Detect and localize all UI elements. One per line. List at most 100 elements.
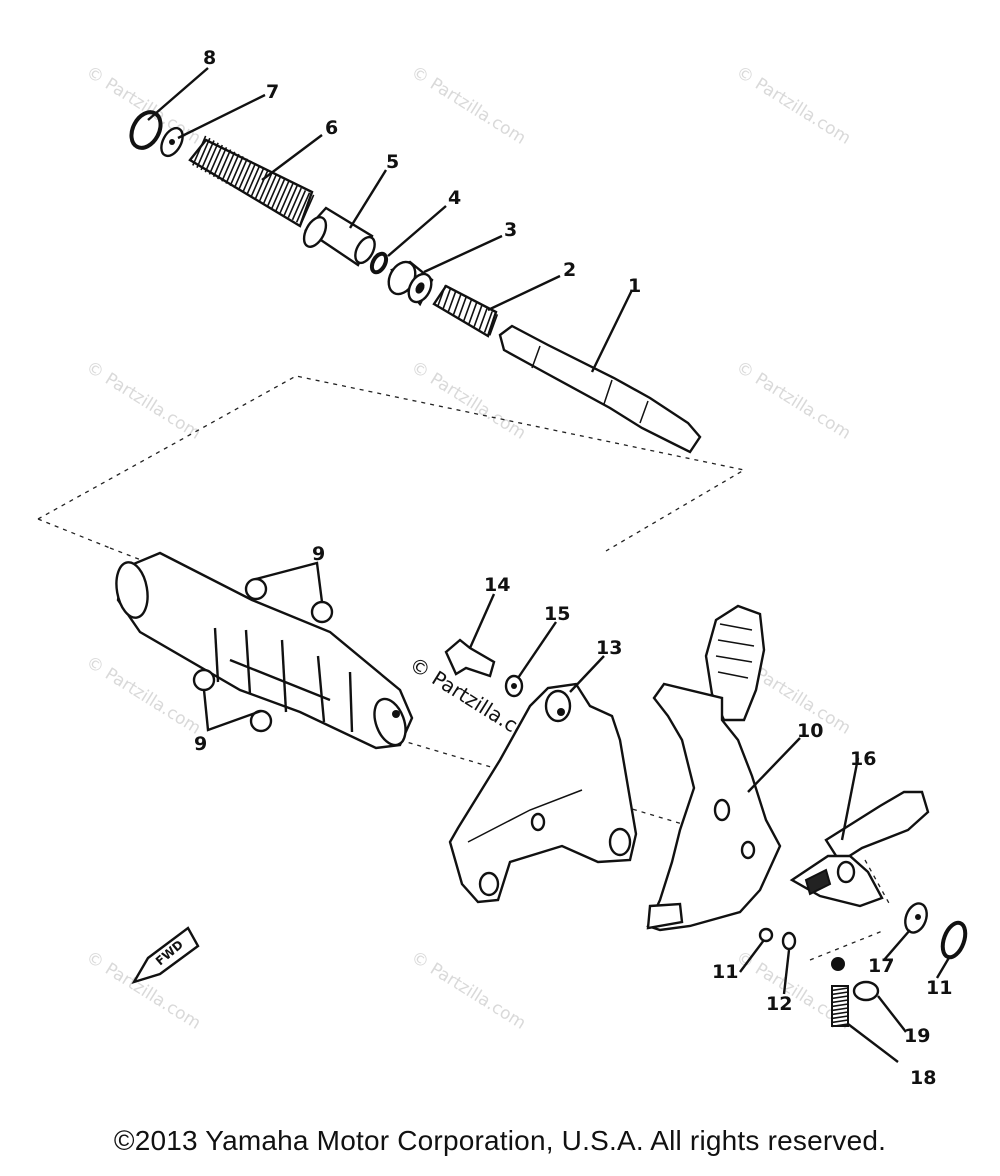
watermark: © Partzilla.com	[407, 62, 529, 148]
part-11-clip	[940, 920, 968, 960]
part-16-nut	[504, 674, 524, 698]
spring-coil	[437, 285, 447, 307]
spring-coil	[233, 158, 248, 189]
callout-12: 11	[712, 961, 738, 983]
callout-16: 15	[544, 603, 570, 625]
callout-11: 11	[926, 977, 952, 999]
part-10-shift-pedal	[646, 604, 782, 932]
spring-coil	[473, 305, 483, 327]
watermark: © Partzilla.com	[732, 62, 854, 148]
part-4-ring	[369, 251, 389, 275]
spring-coil	[204, 142, 219, 173]
spring-coil	[262, 174, 278, 205]
callout-9-bottom: 9	[194, 733, 207, 755]
spring-coil	[478, 308, 488, 330]
spring-coil	[489, 314, 499, 336]
part-9-balls	[192, 561, 334, 733]
callout-13: 12	[766, 993, 792, 1015]
part-19-spring	[831, 985, 849, 1028]
spring-coil	[300, 194, 315, 225]
spring-coil	[221, 151, 236, 182]
spring-coil	[200, 140, 215, 171]
spring-coil	[266, 176, 282, 207]
spring-coil	[241, 162, 257, 193]
spring-coil	[831, 999, 849, 1004]
spring-coil	[271, 178, 286, 209]
part-12-ball	[758, 927, 774, 943]
spring-coil	[831, 1019, 849, 1024]
callout-14: 13	[596, 637, 622, 659]
spring-coil	[275, 181, 290, 212]
spring-coil	[279, 183, 294, 214]
spring-coil	[250, 167, 265, 198]
spring-coil	[217, 149, 232, 180]
watermark: © Partzilla.com	[82, 652, 204, 738]
spring-coil	[831, 1015, 849, 1020]
callout-17: 16	[850, 748, 876, 770]
spring-coil	[246, 165, 261, 196]
spring-coil	[831, 1023, 849, 1028]
spring-coil	[258, 171, 273, 203]
spring-coil	[287, 187, 302, 218]
callout-3: 3	[504, 219, 517, 241]
spring-coil	[463, 299, 473, 322]
spring-coil	[254, 169, 269, 200]
part-3-bushing	[387, 260, 434, 307]
spring-coil	[237, 160, 253, 191]
part-7-washer	[160, 126, 184, 158]
callout-15: 14	[484, 574, 510, 596]
callout-5: 5	[386, 151, 399, 173]
watermark: © Partzilla.com	[82, 357, 204, 443]
spring-coil	[468, 302, 478, 325]
part-5-collar	[302, 206, 376, 267]
callouts: 8 7 6 5 4 3 2 1 9 9 14 15 13 10 16 11 12…	[194, 47, 952, 1089]
part-18-washer	[904, 902, 928, 934]
part-15-bolt	[444, 638, 496, 678]
part-6-spring	[188, 135, 315, 228]
spring-coil	[291, 190, 307, 221]
callout-7: 7	[266, 81, 279, 103]
spring-coil	[831, 1007, 849, 1012]
leader-lines	[147, 67, 952, 1063]
callout-1: 1	[628, 275, 641, 297]
part-14-bracket	[448, 682, 638, 904]
spring-coil	[483, 311, 493, 333]
spring-coil	[208, 144, 224, 175]
spring-coil	[225, 153, 240, 184]
spring-coil	[831, 987, 849, 992]
watermark: © Partzilla.com	[732, 357, 854, 443]
callout-2: 2	[563, 259, 576, 281]
spring-coil	[452, 293, 462, 316]
shift-drum	[115, 551, 414, 750]
part-13-spring-small	[781, 931, 797, 951]
copyright-notice: ©2013 Yamaha Motor Corporation, U.S.A. A…	[113, 1125, 887, 1156]
callout-8: 8	[203, 47, 216, 69]
spring-coil	[295, 192, 311, 223]
spring-coil	[192, 135, 207, 166]
spring-coil	[831, 1003, 849, 1008]
spring-coil	[229, 156, 244, 187]
fwd-arrow-icon: FWD	[131, 926, 200, 985]
spring-coil	[457, 296, 467, 319]
spring-coil	[831, 995, 849, 1000]
spring-coil	[212, 146, 228, 178]
spring-coil	[196, 137, 211, 168]
watermark: © Partzilla.com	[82, 62, 204, 148]
part-20-pin	[831, 957, 880, 1002]
spring-coil	[283, 185, 298, 216]
callout-10: 10	[797, 720, 823, 742]
watermark: © Partzilla.com	[82, 947, 204, 1033]
spring-coil	[831, 1011, 849, 1016]
spring-coil	[831, 991, 849, 996]
callout-19: 18	[910, 1067, 936, 1089]
part-17-lever	[789, 790, 930, 908]
callout-18: 17	[868, 955, 894, 977]
callout-9-top: 9	[312, 543, 325, 565]
spring-coil	[447, 290, 457, 313]
watermark: © Partzilla.com	[407, 947, 529, 1033]
callout-6: 6	[325, 117, 338, 139]
part-1-shaft	[498, 324, 702, 454]
part-2-spring	[432, 284, 499, 338]
spring-coil	[442, 288, 452, 310]
